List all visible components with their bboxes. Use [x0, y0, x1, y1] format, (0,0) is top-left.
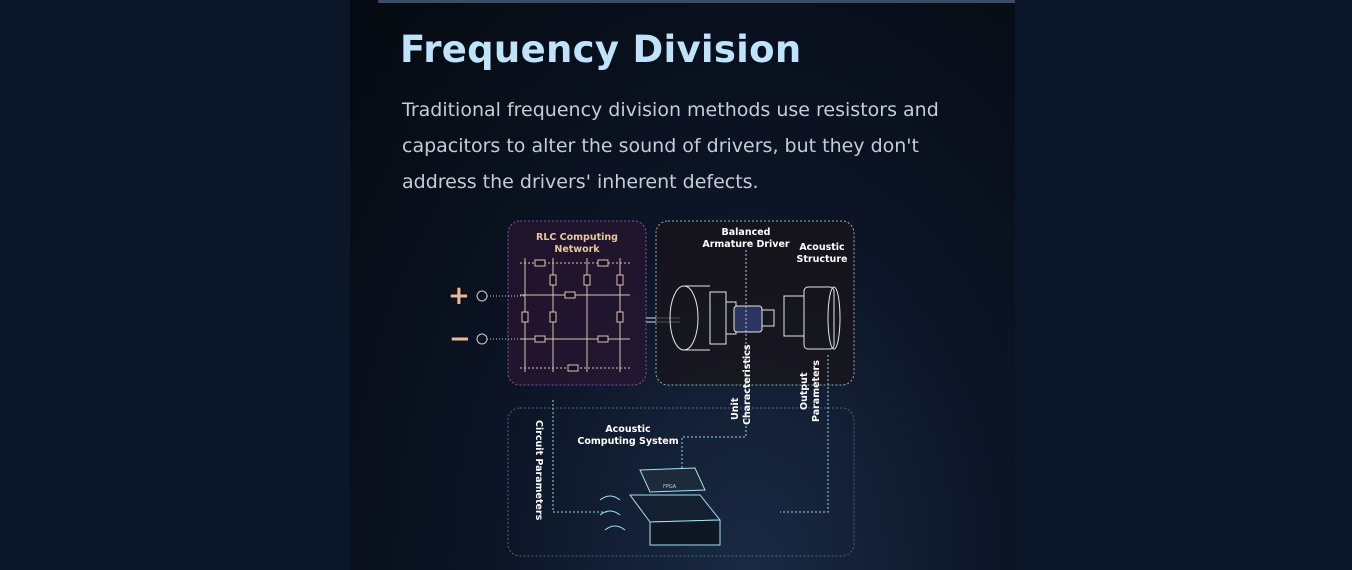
feature-panel: Frequency Division Traditional frequency… [350, 0, 1015, 570]
svg-text:FPGA: FPGA [663, 484, 677, 490]
unit-label-2: Characteristics [742, 344, 753, 425]
description: Traditional frequency division methods u… [402, 99, 939, 193]
ba-label-1: Balanced [722, 227, 771, 238]
frequency-division-diagram: RLC Computing Network + − Balanced Armat… [448, 220, 855, 557]
unit-label-1: Unit [730, 397, 741, 420]
acs-label-1: Acoustic [605, 424, 650, 435]
rlc-label-1: RLC Computing [536, 232, 618, 243]
acoustic-computing-box [507, 407, 855, 557]
acs-label-2: Computing System [577, 436, 678, 447]
top-divider [378, 0, 1015, 3]
rlc-circuit [520, 258, 630, 372]
ac-label-2: Structure [797, 254, 848, 265]
fpga-chip-icon: FPGA [599, 467, 722, 546]
ac-label-1: Acoustic [799, 242, 844, 253]
plus-terminal: + [448, 281, 470, 311]
out-label-2: Parameters [811, 360, 822, 422]
circuit-parameters-label: Circuit Parameters [533, 420, 544, 521]
minus-terminal: − [449, 324, 471, 354]
page-title: Frequency Division [400, 28, 802, 71]
driver-illustration [669, 285, 841, 351]
feedback-lines [552, 250, 829, 513]
rlc-label-2: Network [554, 244, 600, 255]
ba-label-2: Armature Driver [702, 239, 790, 250]
out-label-1: Output [799, 372, 810, 410]
